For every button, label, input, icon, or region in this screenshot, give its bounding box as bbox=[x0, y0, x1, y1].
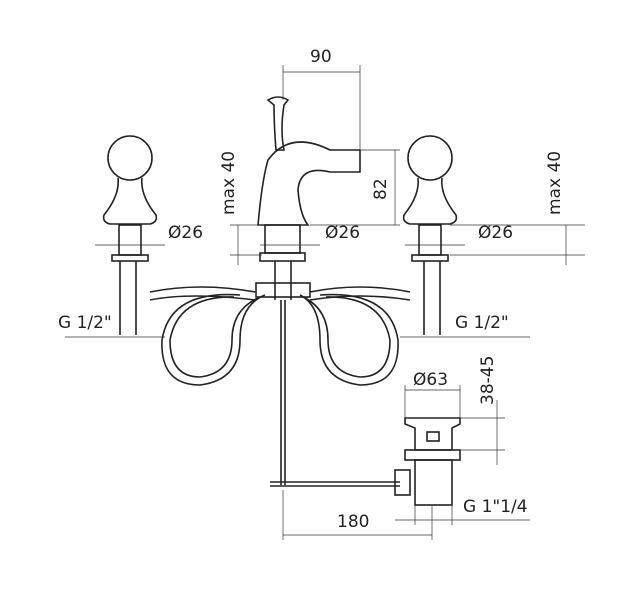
drain-range-label: 38-45 bbox=[478, 356, 498, 405]
max-left-label: max 40 bbox=[219, 151, 239, 215]
left-handle bbox=[102, 135, 158, 335]
pop-up-rod bbox=[270, 300, 400, 487]
spout-height-label: 82 bbox=[371, 178, 391, 200]
max-right-label: max 40 bbox=[545, 151, 565, 215]
dia-right-label: Ø26 bbox=[478, 223, 513, 243]
dia-center-label: Ø26 bbox=[325, 223, 360, 243]
dia-left-label: Ø26 bbox=[168, 223, 203, 243]
hoses bbox=[149, 286, 411, 386]
thread-left-label: G 1/2" bbox=[58, 313, 112, 333]
thread-right-label: G 1/2" bbox=[455, 313, 509, 333]
drain-dia-label: Ø63 bbox=[413, 370, 448, 390]
spout bbox=[255, 96, 361, 300]
right-handle bbox=[402, 135, 458, 335]
rod-length-label: 180 bbox=[337, 512, 369, 532]
spout-reach-label: 90 bbox=[310, 47, 332, 67]
dimension-lines bbox=[65, 65, 585, 540]
drain bbox=[394, 417, 461, 506]
drain-thread-label: G 1"1/4 bbox=[463, 497, 528, 517]
